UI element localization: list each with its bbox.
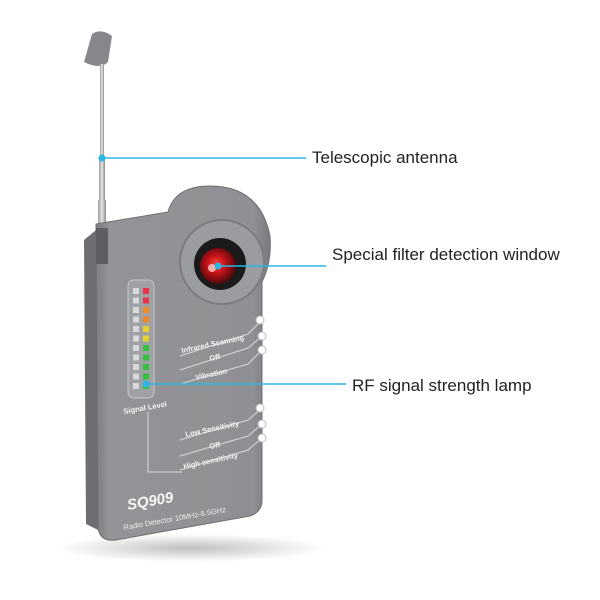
led-cell-lit <box>143 364 149 370</box>
led-cell-lit <box>143 307 149 313</box>
led-strip-frame <box>127 279 155 399</box>
led-cell-inactive <box>133 383 139 389</box>
led-cell-lit <box>143 345 149 351</box>
led-cell-inactive <box>133 326 139 332</box>
sensitivity-option-off: Off <box>209 440 222 451</box>
callout-dot-filter-window <box>214 262 222 270</box>
device-side-edge <box>84 230 98 530</box>
led-strip <box>127 279 155 399</box>
callout-dot-signal-lamp <box>142 380 150 388</box>
switch-knobs <box>255 315 267 443</box>
antenna-tip-cap <box>84 31 112 66</box>
led-cell-inactive <box>133 335 139 342</box>
antenna-rod-upper <box>100 64 104 164</box>
led-cell-inactive <box>133 316 139 323</box>
led-cell-inactive <box>133 373 139 380</box>
callout-dots <box>98 154 222 388</box>
led-cell-inactive <box>133 297 139 304</box>
callout-label-filter-window: Special filter detection window <box>332 245 560 264</box>
led-cell-lit <box>143 316 149 323</box>
filter-window <box>179 219 265 305</box>
filter-window-glint <box>208 264 216 272</box>
led-cell-lit <box>143 373 149 380</box>
led-cell-lit <box>143 297 149 304</box>
antenna <box>84 31 112 245</box>
led-cell-lit <box>143 326 149 332</box>
led-cell-inactive <box>133 345 139 351</box>
led-cell-lit <box>143 288 149 294</box>
device-shadow <box>55 534 325 562</box>
callout-label-antenna: Telescopic antenna <box>312 148 458 167</box>
led-cell-lit <box>143 354 149 361</box>
led-cell-lit <box>143 335 149 342</box>
switch-guides <box>147 319 263 473</box>
callout-label-signal-lamp: RF signal strength lamp <box>352 376 532 395</box>
mode-option-off: Off <box>209 352 222 363</box>
led-cell-inactive <box>133 288 139 294</box>
led-cell-inactive <box>133 364 139 370</box>
callout-lines <box>102 157 346 385</box>
callout-dot-antenna <box>98 154 106 162</box>
antenna-slot <box>96 228 108 264</box>
led-cell-inactive <box>133 307 139 313</box>
antenna-rod-middle <box>99 160 105 205</box>
led-cell-inactive <box>133 354 139 361</box>
